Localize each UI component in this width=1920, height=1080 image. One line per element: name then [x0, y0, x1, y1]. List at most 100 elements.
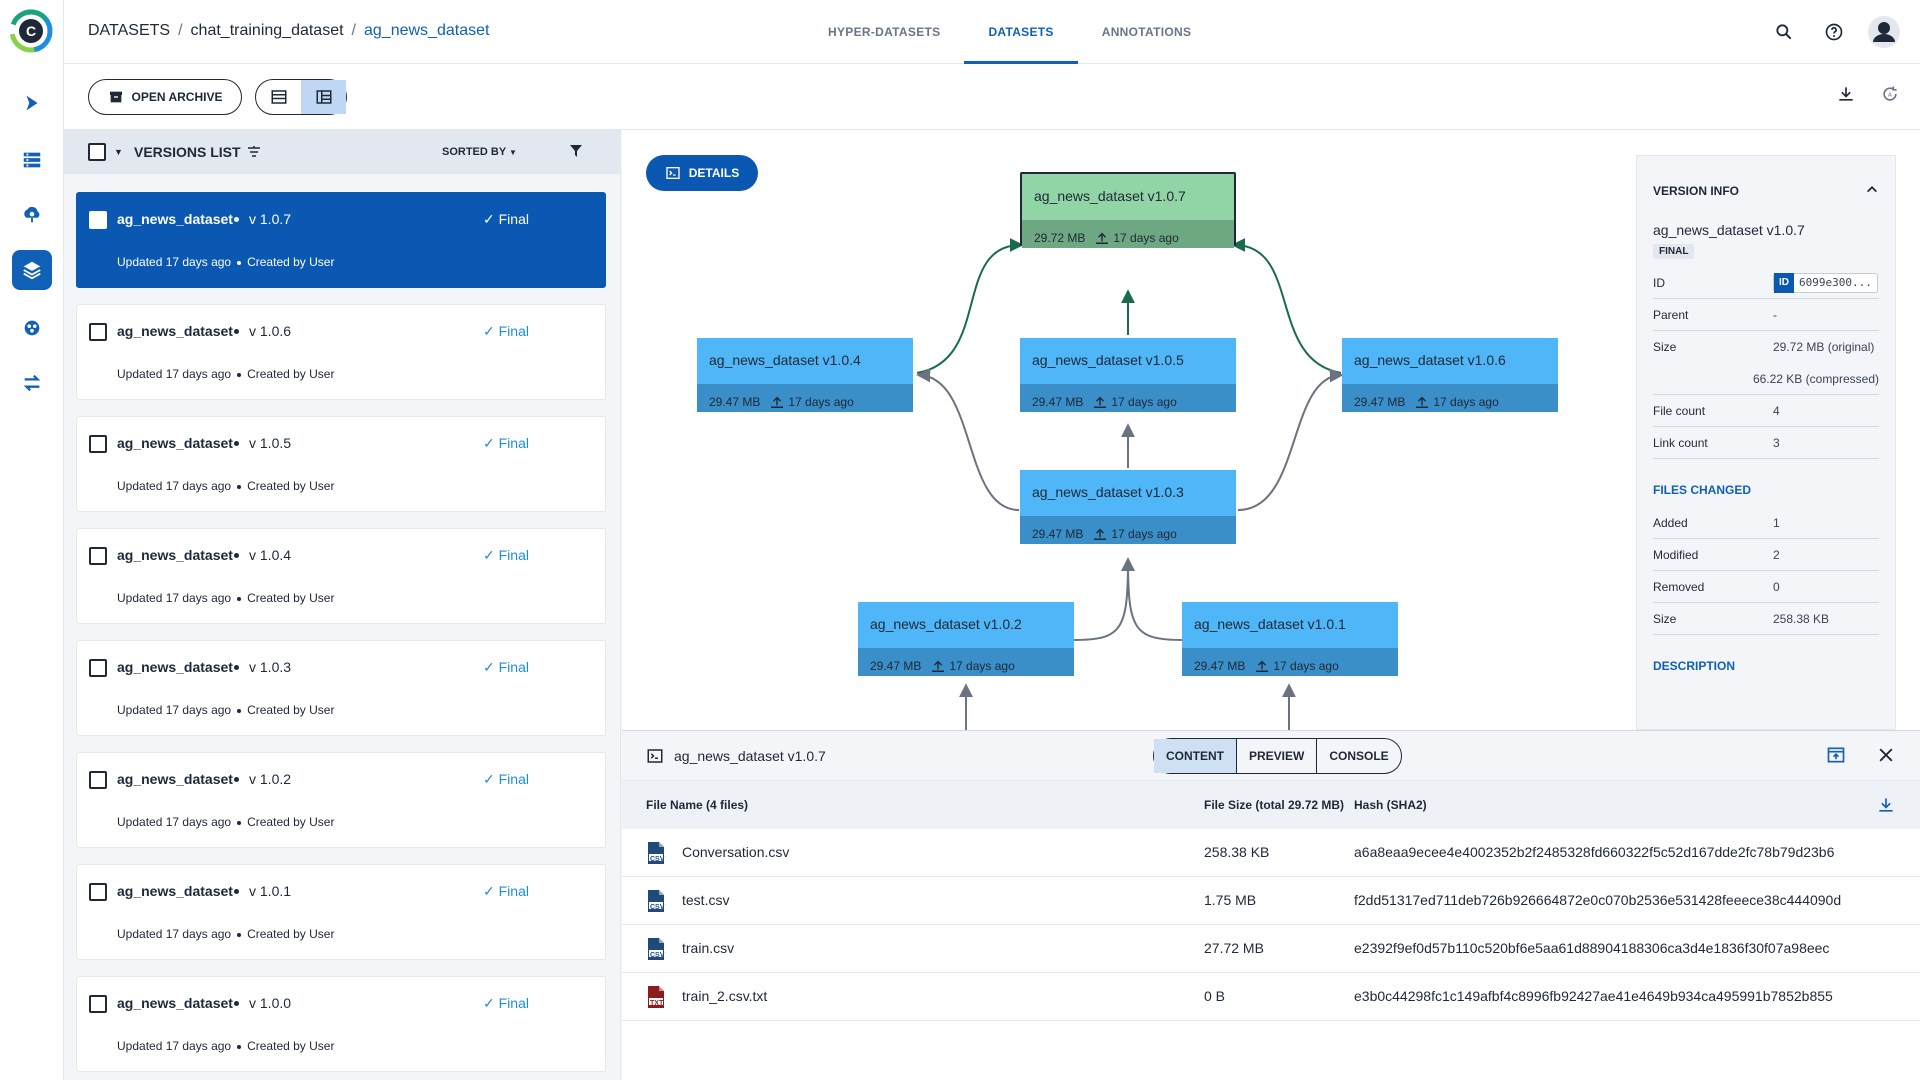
- breadcrumb-current[interactable]: ag_news_dataset: [364, 22, 490, 39]
- check-icon: ✓: [483, 883, 499, 899]
- reports-icon[interactable]: [12, 308, 52, 348]
- column-settings-icon[interactable]: [246, 144, 262, 160]
- separator-dot: [237, 484, 242, 489]
- edge-v104-v107: [916, 238, 1024, 374]
- version-checkbox[interactable]: [89, 883, 107, 901]
- col-hash[interactable]: Hash (SHA2): [1354, 798, 1427, 812]
- check-icon: ✓: [483, 659, 499, 675]
- tab-annotations[interactable]: ANNOTATIONS: [1101, 25, 1192, 39]
- datasets-icon[interactable]: [12, 250, 52, 290]
- version-status-text: Final: [498, 435, 529, 451]
- filter-icon[interactable]: [568, 143, 584, 159]
- version-updated: Updated 17 days ago: [117, 367, 232, 381]
- file-count-label: File count: [1653, 403, 1706, 418]
- version-updated: Updated 17 days ago: [117, 479, 232, 493]
- terminal-icon: [666, 167, 680, 179]
- breadcrumb-project[interactable]: chat_training_dataset: [190, 22, 344, 39]
- file-hash: f2dd51317ed711deb726b926664872e0c070b253…: [1354, 892, 1842, 908]
- tab-preview[interactable]: PREVIEW: [1237, 739, 1318, 773]
- size-original-value: 29.72 MB (original): [1773, 340, 1875, 354]
- file-name: test.csv: [682, 892, 730, 908]
- orchestration-icon[interactable]: [12, 363, 52, 403]
- sorted-by-button[interactable]: SORTED BY ▼: [442, 146, 517, 158]
- version-created-by: Created by User: [247, 927, 335, 941]
- graph-edges: [916, 238, 1344, 730]
- graph-node-age: 17 days ago: [1111, 394, 1177, 409]
- tab-content[interactable]: CONTENT: [1154, 739, 1237, 773]
- refresh-icon[interactable]: A: [1880, 84, 1900, 104]
- pipelines-icon[interactable]: [12, 83, 52, 123]
- archive-icon: [109, 91, 122, 103]
- version-name: ag_news_dataset: [117, 995, 233, 1011]
- version-checkbox[interactable]: [89, 771, 107, 789]
- file-size: 1.75 MB: [1204, 892, 1257, 908]
- download-icon[interactable]: [1836, 84, 1856, 104]
- models-icon[interactable]: [12, 195, 52, 235]
- version-status: ✓ Final: [483, 995, 529, 1012]
- chevron-down-icon[interactable]: ▼: [114, 147, 123, 157]
- version-checkbox[interactable]: [89, 323, 107, 341]
- col-file-size[interactable]: File Size (total 29.72 MB): [1204, 798, 1345, 812]
- check-icon: ✓: [483, 995, 499, 1011]
- user-avatar-icon[interactable]: [1866, 14, 1902, 50]
- close-icon[interactable]: [1876, 745, 1896, 765]
- select-all-checkbox[interactable]: [88, 143, 106, 161]
- table-view-button[interactable]: [256, 80, 301, 114]
- version-info-name: ag_news_dataset v1.0.7: [1653, 222, 1805, 238]
- tab-console[interactable]: CONSOLE: [1329, 749, 1389, 763]
- breadcrumb-root[interactable]: DATASETS: [88, 22, 171, 39]
- version-checkbox[interactable]: [89, 211, 107, 229]
- tab-datasets[interactable]: DATASETS: [964, 0, 1078, 64]
- details-view-icon: [316, 90, 331, 104]
- removed-label: Removed: [1653, 579, 1705, 594]
- version-checkbox[interactable]: [89, 547, 107, 565]
- download-icon[interactable]: [1876, 795, 1896, 815]
- tab-hyper-datasets[interactable]: HYPER-DATASETS: [828, 25, 941, 39]
- col-file-name[interactable]: File Name (4 files): [646, 798, 749, 812]
- removed-value: 0: [1773, 579, 1780, 594]
- maximize-icon[interactable]: [1826, 745, 1846, 765]
- help-icon[interactable]: [1816, 14, 1852, 50]
- separator-dot: [237, 1044, 242, 1049]
- details-button[interactable]: DETAILS: [646, 155, 758, 191]
- content-panel-title-text: ag_news_dataset v1.0.7: [674, 748, 826, 764]
- file-hash: e2392f9ef0d57b110c520bf6e5aa61d889041883…: [1354, 940, 1830, 956]
- chevron-up-icon[interactable]: [1865, 182, 1879, 196]
- experiments-icon[interactable]: [12, 140, 52, 180]
- version-info-header[interactable]: VERSION INFO: [1653, 184, 1879, 198]
- breadcrumb-separator: /: [351, 22, 356, 39]
- version-checkbox[interactable]: [89, 995, 107, 1013]
- graph-node-label: ag_news_dataset v1.0.4: [697, 338, 913, 384]
- table-view-icon: [271, 90, 286, 104]
- clearml-logo[interactable]: C: [8, 8, 54, 54]
- file-name: Conversation.csv: [682, 844, 790, 860]
- version-checkbox[interactable]: [89, 435, 107, 453]
- open-archive-button[interactable]: OPEN ARCHIVE: [88, 79, 242, 115]
- details-view-button[interactable]: [301, 80, 346, 114]
- search-icon[interactable]: [1766, 14, 1802, 50]
- version-checkbox[interactable]: [89, 659, 107, 677]
